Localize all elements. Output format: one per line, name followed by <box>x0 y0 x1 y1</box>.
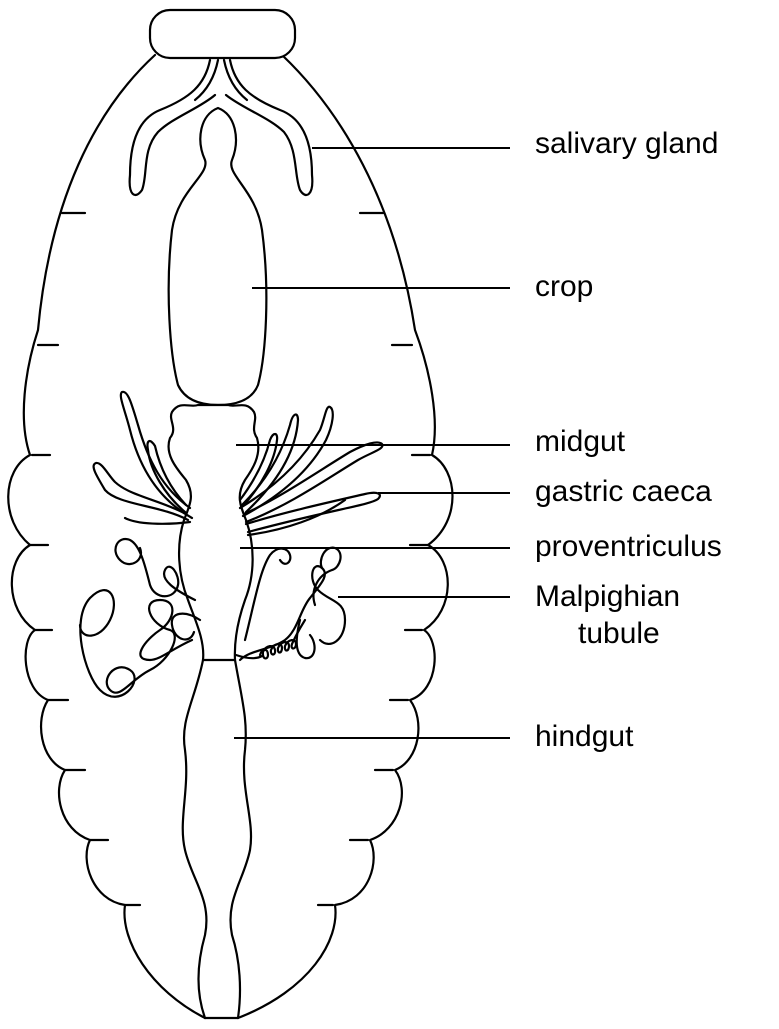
segment-marks <box>28 211 432 907</box>
leader-lines <box>234 147 510 739</box>
head-capsule <box>148 8 297 60</box>
body-outline <box>7 53 454 1020</box>
body-outline-right <box>236 53 454 1020</box>
label-malpighian: Malpighian <box>535 580 681 613</box>
label-salivary-gland: salivary gland <box>535 127 719 160</box>
body-outline-left <box>7 53 207 1020</box>
crop-shape <box>167 106 268 407</box>
salivary-duct-right <box>224 58 314 197</box>
label-tubule: tubule <box>578 617 660 650</box>
midgut-shape <box>167 403 260 662</box>
gastric-caeca-left <box>92 390 194 525</box>
gastric-caeca-right <box>238 405 384 537</box>
salivary-duct-left <box>128 58 217 197</box>
hindgut <box>181 658 253 1020</box>
label-proventriculus: proventriculus <box>535 530 722 563</box>
label-crop: crop <box>535 270 594 303</box>
label-hindgut: hindgut <box>535 720 634 753</box>
label-gastric-caeca: gastric caeca <box>535 475 712 508</box>
label-midgut: midgut <box>535 425 626 458</box>
hindgut-right-wall <box>229 658 253 1020</box>
crop <box>167 106 268 407</box>
malpighian-tubules-left <box>78 537 202 698</box>
midgut <box>167 403 260 662</box>
hindgut-left-wall <box>181 658 208 1020</box>
salivary-glands <box>128 58 314 197</box>
